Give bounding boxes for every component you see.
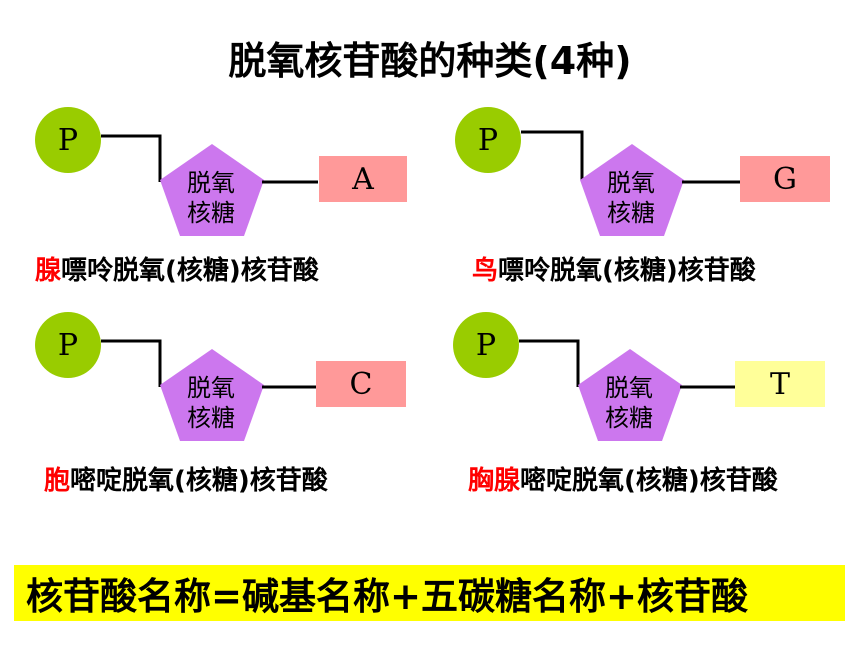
deoxyribose-pentagon bbox=[578, 349, 682, 441]
phosphate-sugar-bond bbox=[101, 339, 162, 387]
base-box: T bbox=[735, 361, 825, 407]
sugar-label-line1: 脱氧 bbox=[607, 169, 655, 197]
nucleotide-cytosine: P 脱氧 核糖 C 胞嘧啶脱氧(核糖)核苷酸 bbox=[0, 305, 430, 525]
deoxyribose-label: 脱氧 核糖 bbox=[590, 168, 672, 228]
nucleotide-caption: 鸟嘌呤脱氧(核糖)核苷酸 bbox=[472, 250, 756, 287]
caption-rest: 嘧啶脱氧(核糖)核苷酸 bbox=[520, 466, 778, 496]
base-box: G bbox=[740, 156, 830, 202]
nucleotide-guanine: P 脱氧 核糖 G 鸟嘌呤脱氧(核糖)核苷酸 bbox=[420, 100, 850, 320]
deoxyribose-pentagon bbox=[580, 144, 684, 236]
nucleotide-caption: 腺嘌呤脱氧(核糖)核苷酸 bbox=[35, 250, 319, 287]
nucleotide-caption: 胸腺嘧啶脱氧(核糖)核苷酸 bbox=[468, 460, 778, 497]
nucleotide-bonds bbox=[101, 134, 318, 236]
sugar-label-line1: 脱氧 bbox=[187, 169, 235, 197]
sugar-label-line2: 核糖 bbox=[605, 404, 653, 432]
caption-rest: 嘧啶脱氧(核糖)核苷酸 bbox=[70, 466, 328, 496]
caption-rest: 嘌呤脱氧(核糖)核苷酸 bbox=[498, 256, 756, 286]
nucleotide-adenine: P 脱氧 核糖 A 腺嘌呤脱氧(核糖)核苷酸 bbox=[0, 100, 430, 320]
deoxyribose-pentagon bbox=[160, 144, 264, 236]
formula-banner: 核苷酸名称=碱基名称+五碳糖名称+核苷酸 bbox=[14, 565, 845, 621]
deoxyribose-pentagon bbox=[160, 349, 264, 441]
base-box: C bbox=[316, 361, 406, 407]
naming-formula: 核苷酸名称=碱基名称+五碳糖名称+核苷酸 bbox=[26, 575, 749, 618]
nucleotide-thymine: P 脱氧 核糖 T 胸腺嘧啶脱氧(核糖)核苷酸 bbox=[418, 305, 848, 525]
sugar-label-line2: 核糖 bbox=[607, 199, 655, 227]
nucleotide-caption: 胞嘧啶脱氧(核糖)核苷酸 bbox=[44, 460, 328, 497]
caption-highlight: 胸腺 bbox=[468, 466, 521, 496]
caption-rest: 嘌呤脱氧(核糖)核苷酸 bbox=[61, 256, 319, 286]
deoxyribose-label: 脱氧 核糖 bbox=[170, 168, 252, 228]
page-title: 脱氧核苷酸的种类(4种) bbox=[228, 39, 632, 83]
phosphate-sugar-bond bbox=[521, 130, 584, 180]
phosphate-group: P bbox=[35, 107, 101, 173]
base-box: A bbox=[319, 156, 407, 202]
phosphate-sugar-bond bbox=[519, 339, 580, 387]
deoxyribose-label: 脱氧 核糖 bbox=[588, 373, 670, 433]
sugar-label-line2: 核糖 bbox=[187, 404, 235, 432]
nucleotide-bonds bbox=[101, 339, 316, 441]
phosphate-group: P bbox=[35, 312, 101, 378]
sugar-label-line1: 脱氧 bbox=[605, 374, 653, 402]
phosphate-sugar-bond bbox=[101, 134, 162, 182]
caption-highlight: 鸟 bbox=[472, 256, 499, 286]
caption-highlight: 胞 bbox=[44, 466, 71, 496]
sugar-label-line1: 脱氧 bbox=[187, 374, 235, 402]
deoxyribose-label: 脱氧 核糖 bbox=[170, 373, 252, 433]
nucleotide-bonds bbox=[519, 339, 735, 441]
phosphate-group: P bbox=[455, 107, 521, 173]
nucleotide-bonds bbox=[521, 130, 740, 236]
caption-highlight: 腺 bbox=[35, 256, 62, 286]
sugar-label-line2: 核糖 bbox=[187, 199, 235, 227]
phosphate-group: P bbox=[453, 312, 519, 378]
